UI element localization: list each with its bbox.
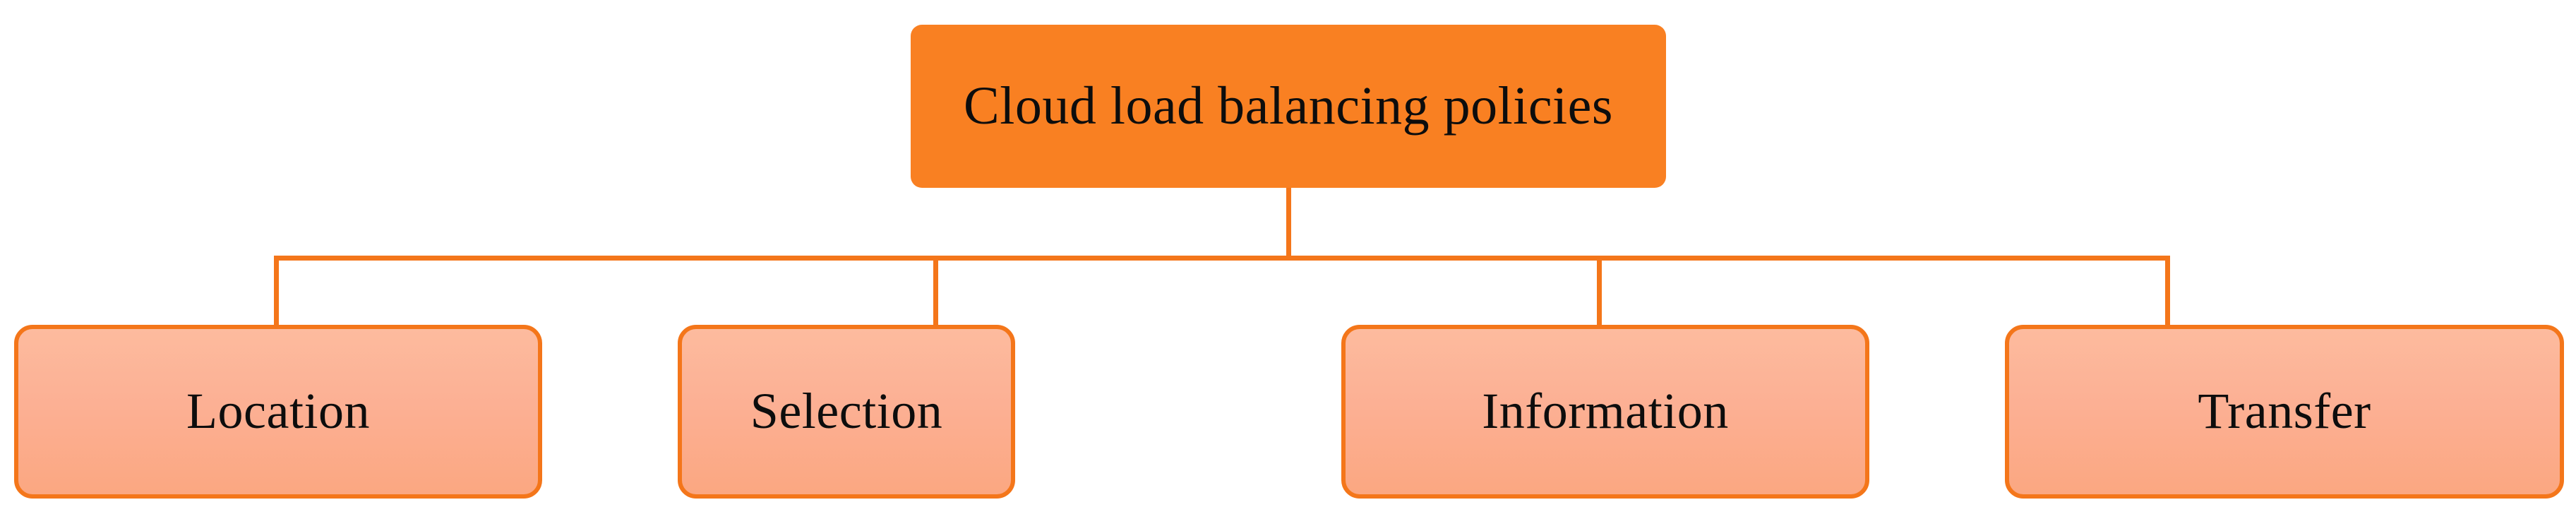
node-root: Cloud load balancing policies (911, 25, 1666, 188)
node-root-label: Cloud load balancing policies (964, 76, 1613, 136)
node-selection-label: Selection (750, 383, 943, 440)
node-information-label: Information (1482, 383, 1729, 440)
node-transfer: Transfer (2005, 325, 2564, 499)
node-location: Location (14, 325, 542, 499)
connector-root-stem (1286, 185, 1291, 260)
node-information: Information (1341, 325, 1869, 499)
connector-horizontal-bus (274, 256, 2170, 261)
connector-drop-information (1597, 256, 1602, 328)
node-transfer-label: Transfer (2198, 383, 2371, 440)
connector-drop-transfer (2165, 256, 2170, 328)
connector-drop-location (274, 256, 279, 328)
node-location-label: Location (186, 383, 370, 440)
connector-drop-selection (933, 256, 938, 328)
node-selection: Selection (678, 325, 1015, 499)
